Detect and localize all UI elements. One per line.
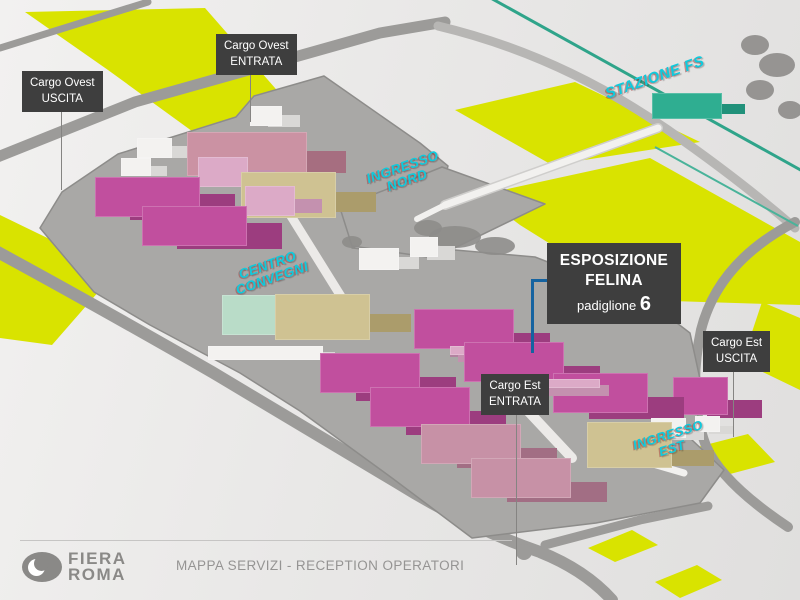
leader-line	[250, 67, 251, 122]
tree-clusters	[342, 35, 800, 255]
leader-line	[516, 407, 517, 565]
cargo-ovest-entrata-label: Cargo Ovest ENTRATA	[216, 34, 297, 76]
leader-line	[733, 364, 734, 437]
leader-line	[61, 103, 62, 190]
cargo-est-entrata-label: Cargo Est ENTRATA	[481, 374, 549, 416]
railway-line	[491, 0, 800, 227]
pavilion-6-connector-h	[531, 279, 547, 282]
logo-moon-icon	[22, 552, 62, 582]
fiera-roma-logo	[22, 552, 62, 582]
map-caption: MAPPA SERVIZI - RECEPTION OPERATORI	[176, 558, 465, 573]
pavilion-6-connector-v	[531, 279, 534, 353]
footer-divider	[20, 540, 512, 541]
fairground-platform	[39, 75, 725, 539]
esposizione-felina-callout: ESPOSIZIONE FELINA padiglione 6	[547, 243, 681, 325]
cargo-ovest-uscita-label: Cargo Ovest USCITA	[22, 71, 103, 113]
cargo-est-uscita-label: Cargo Est USCITA	[703, 331, 771, 373]
brand-name: FIERA ROMA	[68, 549, 127, 585]
